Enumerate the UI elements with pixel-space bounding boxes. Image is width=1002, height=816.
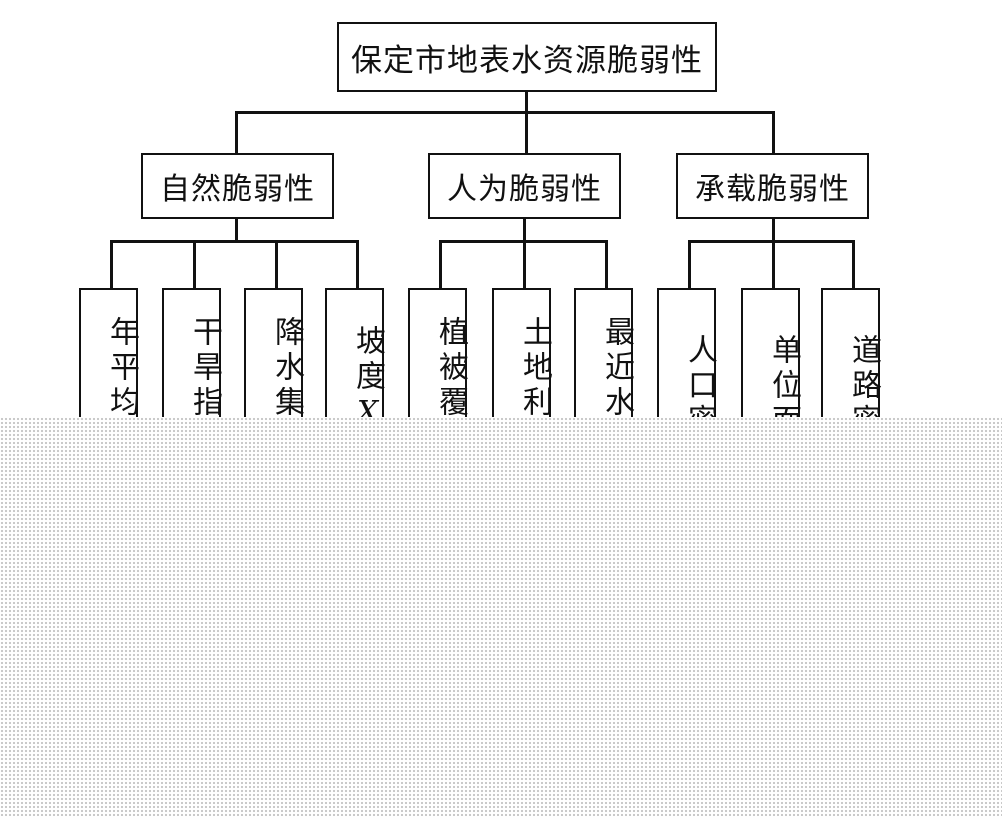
branch-line-natural	[235, 111, 238, 153]
load-bus-line	[688, 240, 855, 243]
root-label: 保定市地表水资源脆弱性	[351, 42, 703, 79]
leaf-line-9	[772, 240, 775, 288]
leaf-line-10	[852, 240, 855, 288]
category-human-label: 人为脆弱性	[447, 172, 602, 207]
load-stem-line	[772, 219, 775, 241]
leaf-line-2	[193, 240, 196, 288]
category-natural-label: 自然脆弱性	[160, 172, 315, 207]
branch-line-human	[772, 111, 775, 153]
natural-stem-line	[235, 219, 238, 241]
category-natural-node: 自然脆弱性	[141, 153, 334, 219]
category-load-node: 承载脆弱性	[676, 153, 869, 219]
dotted-cover-panel	[0, 417, 1002, 816]
leaf-line-5	[439, 240, 442, 288]
natural-bus-line	[110, 240, 359, 243]
root-node: 保定市地表水资源脆弱性	[337, 22, 717, 92]
root-stem-line	[525, 92, 528, 153]
category-human-node: 人为脆弱性	[428, 153, 621, 219]
leaf-line-1	[110, 240, 113, 288]
human-stem-line	[523, 219, 526, 241]
level1-bus-line	[235, 111, 775, 114]
leaf-line-6	[523, 240, 526, 288]
leaf-line-8	[688, 240, 691, 288]
leaf-line-4	[356, 240, 359, 288]
leaf-line-3	[275, 240, 278, 288]
leaf-line-7	[605, 240, 608, 288]
category-load-label: 承载脆弱性	[695, 172, 850, 207]
leaf-label-4: 坡度	[350, 324, 385, 395]
